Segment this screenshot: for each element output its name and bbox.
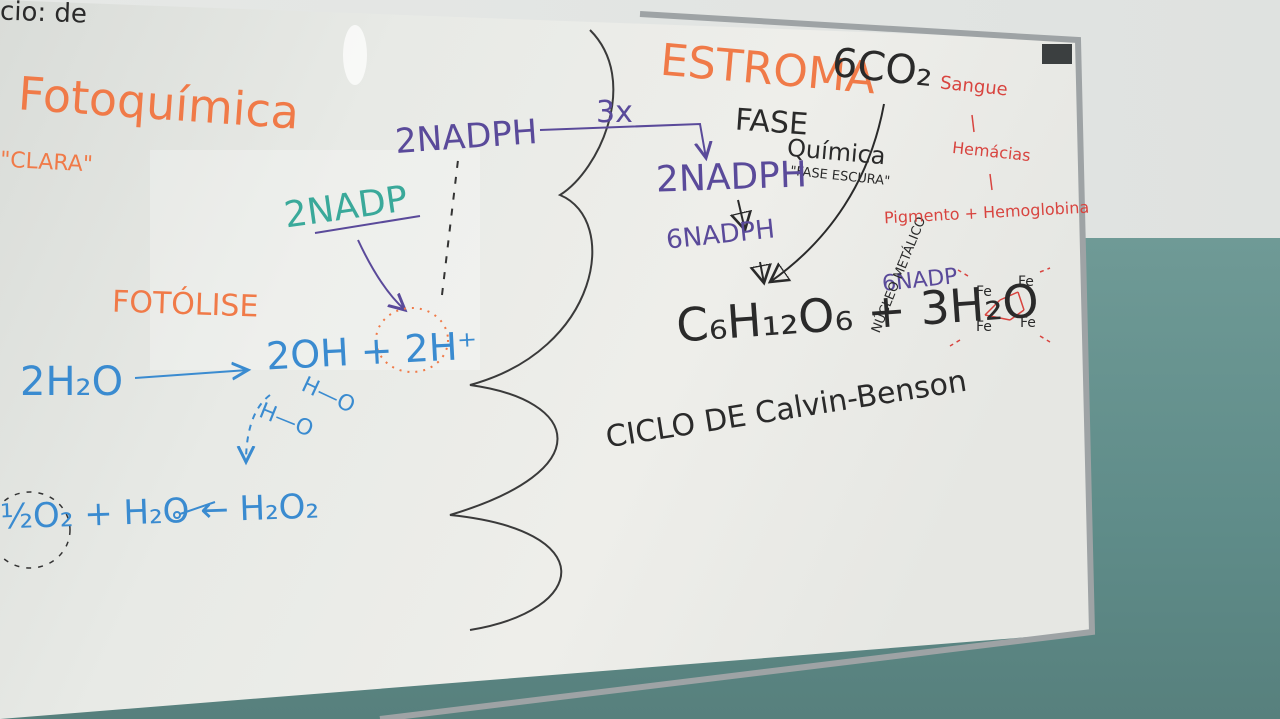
- arrow-nadp-2h: [357, 239, 405, 310]
- arrow-co2-glucose: [770, 103, 885, 282]
- heading-fotolise: FOTÓLISE: [111, 284, 259, 325]
- label-3x: 3x: [596, 95, 633, 130]
- label-2nadph-left: 2NADPH: [393, 112, 539, 162]
- fe-label-1: Fe: [976, 284, 992, 300]
- board-surface: [0, 0, 1092, 719]
- arrow-6nadph-glucose: [760, 261, 764, 283]
- red-arrow-1: [971, 114, 975, 133]
- eq-2h2o: 2H₂O: [20, 359, 124, 405]
- dashed-arrow-up: [441, 159, 459, 296]
- arrow-h2o2: [179, 501, 216, 515]
- eq-o2-h2o2: ½O₂ + H₂O ← H₂O₂: [0, 486, 320, 538]
- light-glare: [343, 25, 367, 85]
- fe-label-2: Fe: [1018, 274, 1034, 290]
- fragment-top-left: cio: de: [0, 0, 88, 30]
- red-arrow-2: [989, 173, 993, 191]
- nadp-underline: [314, 215, 421, 234]
- o2-dashed-ring: [0, 491, 71, 569]
- h-plus-dotted-ring: [375, 307, 449, 373]
- label-2nadph-right: 2NADPH: [655, 154, 808, 201]
- board-frame: [379, 11, 1096, 719]
- window-reflection: [150, 150, 480, 370]
- board-corner-clip: [1042, 44, 1072, 64]
- hemoglobin-sketch: [949, 267, 1051, 347]
- fe-label-4: Fe: [1020, 315, 1036, 331]
- arrow-3x: [539, 122, 706, 158]
- arrow-2nadph-6nadph: [738, 199, 745, 230]
- arrow-tail: [173, 511, 181, 519]
- arrow-2h2o-2oh: [134, 370, 248, 378]
- eq-2oh-2h: 2OH + 2H⁺: [264, 323, 479, 379]
- label-6co2: 6CO₂: [829, 39, 936, 97]
- dashed-arrow-oh: [246, 394, 271, 462]
- label-clara: "CLARA": [0, 147, 94, 178]
- fe-label-3: Fe: [976, 319, 992, 335]
- curly-brace: [449, 29, 615, 631]
